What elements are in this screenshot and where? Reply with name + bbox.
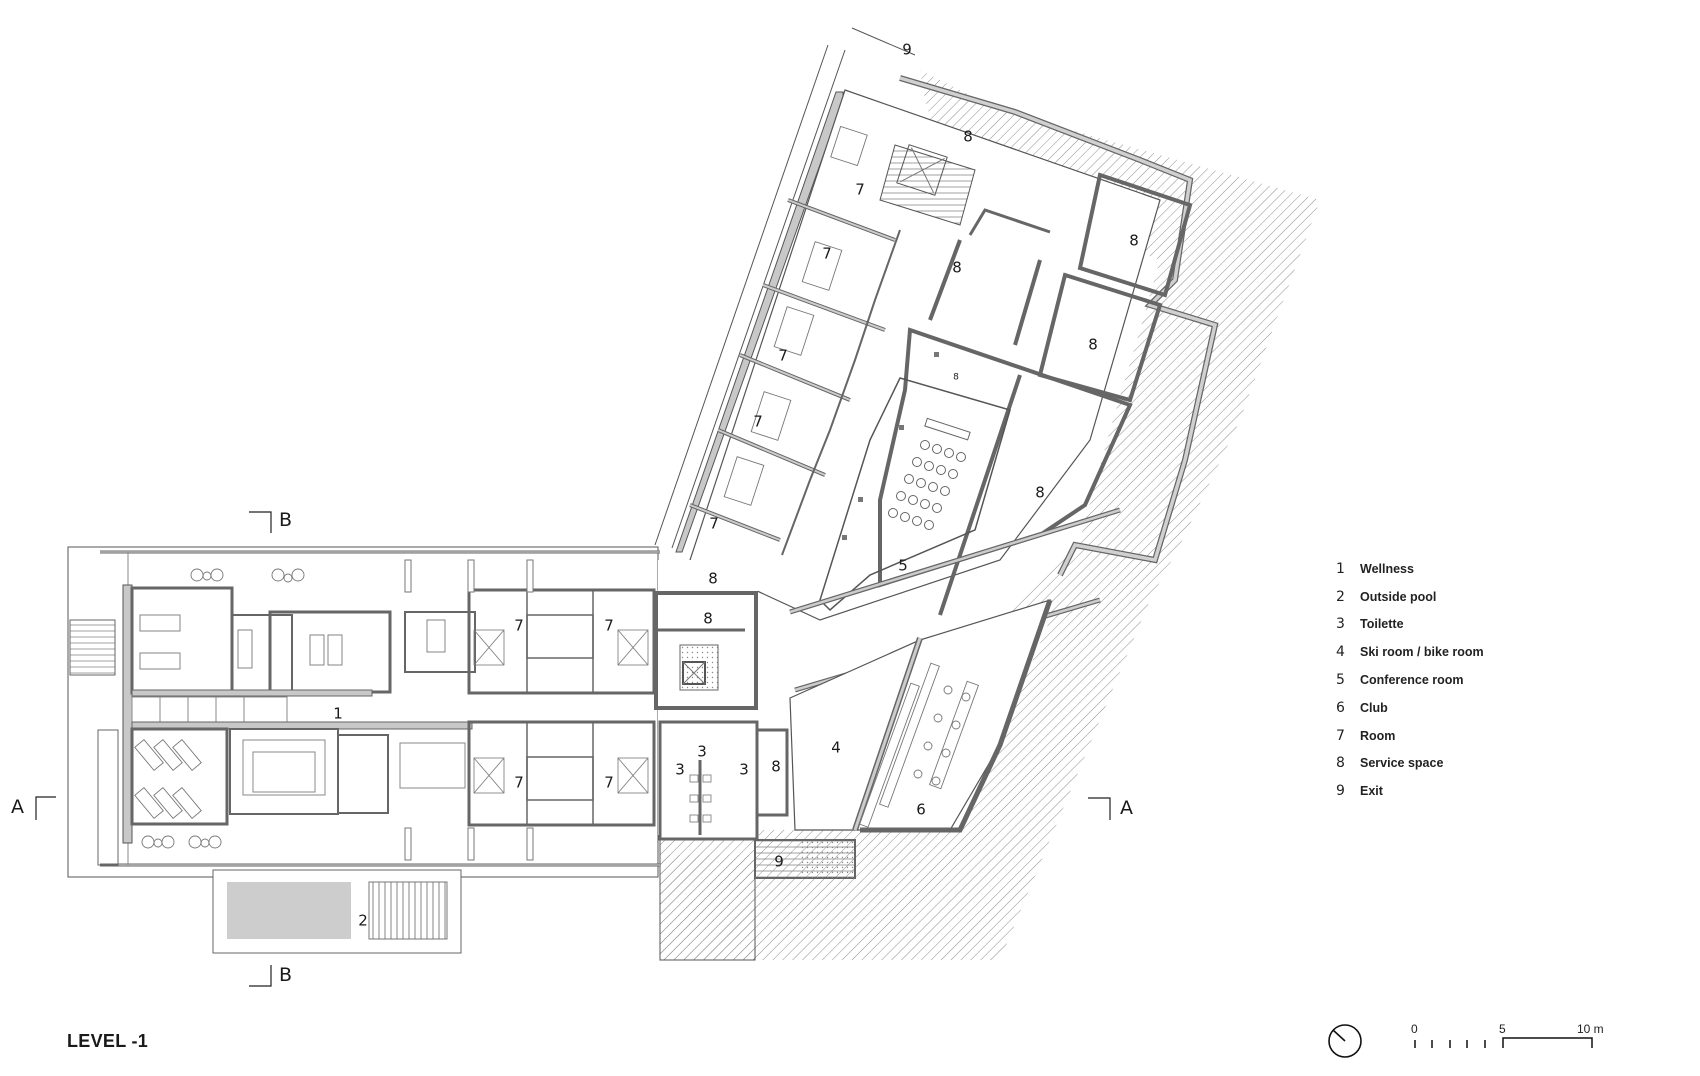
room-number-label: 7 [855, 180, 865, 199]
scale-label-5: 5 [1499, 1022, 1506, 1036]
room-number-label: 7 [514, 616, 524, 635]
legend-number: 1 [1336, 560, 1345, 577]
section-label-a-left: A [11, 796, 24, 818]
room-number-label: 1 [333, 704, 343, 723]
room-number-label: 5 [898, 556, 908, 575]
legend-item: 8 Service space [1336, 750, 1484, 778]
legend-label: Club [1360, 700, 1388, 715]
legend-number: 3 [1336, 616, 1345, 633]
legend-label: Toilette [1360, 617, 1404, 632]
outside-pool [212, 869, 462, 954]
room-number-label: 2 [358, 911, 368, 930]
section-marker-b-top [249, 511, 272, 533]
legend-number: 2 [1336, 588, 1345, 605]
legend-item: 1 Wellness [1336, 555, 1484, 583]
room-number-label: 6 [916, 800, 926, 819]
legend-label: Exit [1360, 784, 1383, 799]
legend-label: Wellness [1360, 561, 1414, 576]
room-number-label: 7 [753, 412, 763, 431]
legend-number: 9 [1336, 783, 1345, 800]
scale-label-0: 0 [1411, 1022, 1418, 1036]
legend-number: 5 [1336, 672, 1345, 689]
room-number-label: 8 [1129, 231, 1139, 250]
room-number-label: 7 [778, 346, 788, 365]
room-number-label: 8 [952, 258, 962, 277]
legend-item: 3 Toilette [1336, 611, 1484, 639]
legend-item: 4 Ski room / bike room [1336, 638, 1484, 666]
room-number-label: 7 [709, 514, 719, 533]
legend-item: 2 Outside pool [1336, 583, 1484, 611]
legend-label: Service space [1360, 756, 1444, 771]
room-number-label: 8 [703, 609, 713, 628]
club-wedge [789, 599, 1053, 833]
legend-label: Ski room / bike room [1360, 645, 1484, 660]
legend-item: 5 Conference room [1336, 666, 1484, 694]
legend-label: Room [1360, 728, 1396, 743]
scale-bar [1414, 1037, 1593, 1048]
room-number-label: 4 [831, 738, 841, 757]
legend-number: 6 [1336, 699, 1345, 716]
legend-label: Conference room [1360, 673, 1464, 688]
legend-number: 4 [1336, 644, 1345, 661]
room-number-label: 7 [822, 244, 832, 263]
room-number-label: 8 [708, 569, 718, 588]
room-number-label: 9 [774, 852, 784, 871]
room-number-label: 3 [739, 760, 749, 779]
section-marker-b-bottom [249, 965, 272, 987]
room-number-label: 7 [604, 616, 614, 635]
room-number-label: 3 [675, 760, 685, 779]
scale-label-10m: 10 m [1577, 1022, 1604, 1036]
legend-item: 6 Club [1336, 694, 1484, 722]
section-label-b-top: B [279, 509, 293, 531]
legend-item: 7 Room [1336, 722, 1484, 750]
north-arrow-icon [1328, 1024, 1362, 1058]
main-block [67, 546, 856, 961]
room-number-label: 8 [963, 127, 973, 146]
room-number-label: 3 [697, 742, 707, 761]
section-marker-a-left [35, 796, 56, 820]
drawing-title: LEVEL -1 [67, 1031, 149, 1051]
legend: 1 Wellness 2 Outside pool 3 Toilette 4 Ski r… [1336, 555, 1484, 805]
section-label-b-bottom: B [279, 964, 293, 986]
room-number-label: 7 [514, 773, 524, 792]
legend-number: 7 [1336, 727, 1345, 744]
legend-item: 9 Exit [1336, 777, 1484, 805]
section-marker-a-right [1088, 797, 1111, 820]
room-number-label: 8 [771, 757, 781, 776]
room-number-label: 8 [1035, 483, 1045, 502]
room-number-label: 7 [604, 773, 614, 792]
section-label-a-right: A [1120, 797, 1133, 819]
room-number-label: 8 [953, 372, 959, 383]
legend-number: 8 [1336, 755, 1345, 772]
room-number-label: 9 [902, 40, 912, 59]
legend-label: Outside pool [1360, 589, 1437, 604]
room-number-label: 8 [1088, 335, 1098, 354]
ne-wing [654, 27, 1219, 693]
